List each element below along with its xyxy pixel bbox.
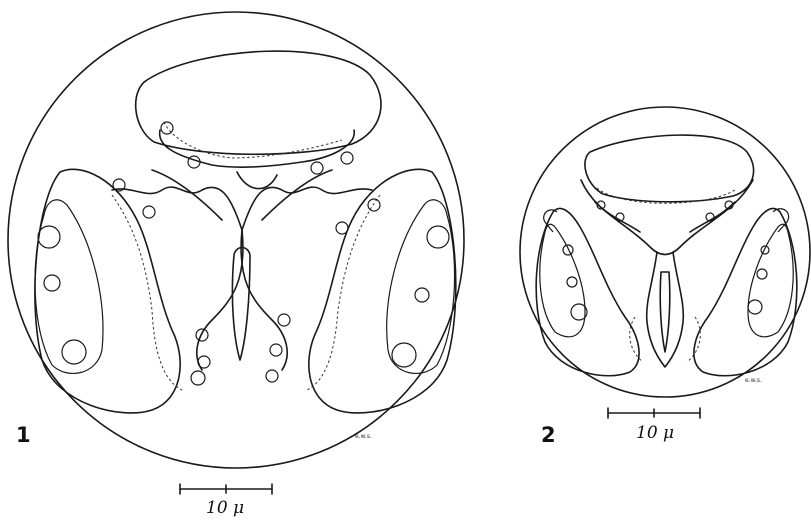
lobe-right: [694, 208, 797, 375]
lobe-left: [536, 208, 639, 375]
scale-label: 10 μ: [636, 423, 674, 443]
figure-number: 1: [16, 423, 31, 447]
figure-1: 1 e.w.s. 10 μ: [8, 12, 464, 518]
lobe-left: [35, 169, 182, 413]
cell-body-1: [35, 51, 456, 413]
inner-membranes: [112, 170, 372, 370]
lobe-right: [307, 169, 456, 413]
artist-initials: e.w.s.: [745, 377, 762, 384]
figure-2: 2 e.w.s. 10 μ: [520, 107, 810, 447]
cell-body-2: [536, 135, 797, 376]
lobe-top: [581, 135, 754, 254]
scale-bar: 10 μ: [608, 408, 700, 443]
artist-initials: e.w.s.: [355, 433, 372, 440]
inner-membranes: [630, 252, 701, 367]
figure-number: 2: [541, 423, 556, 447]
scale-bar: 10 μ: [180, 484, 272, 518]
lobe-top: [136, 51, 381, 188]
nodules: [563, 201, 769, 320]
scale-label: 10 μ: [206, 498, 244, 518]
